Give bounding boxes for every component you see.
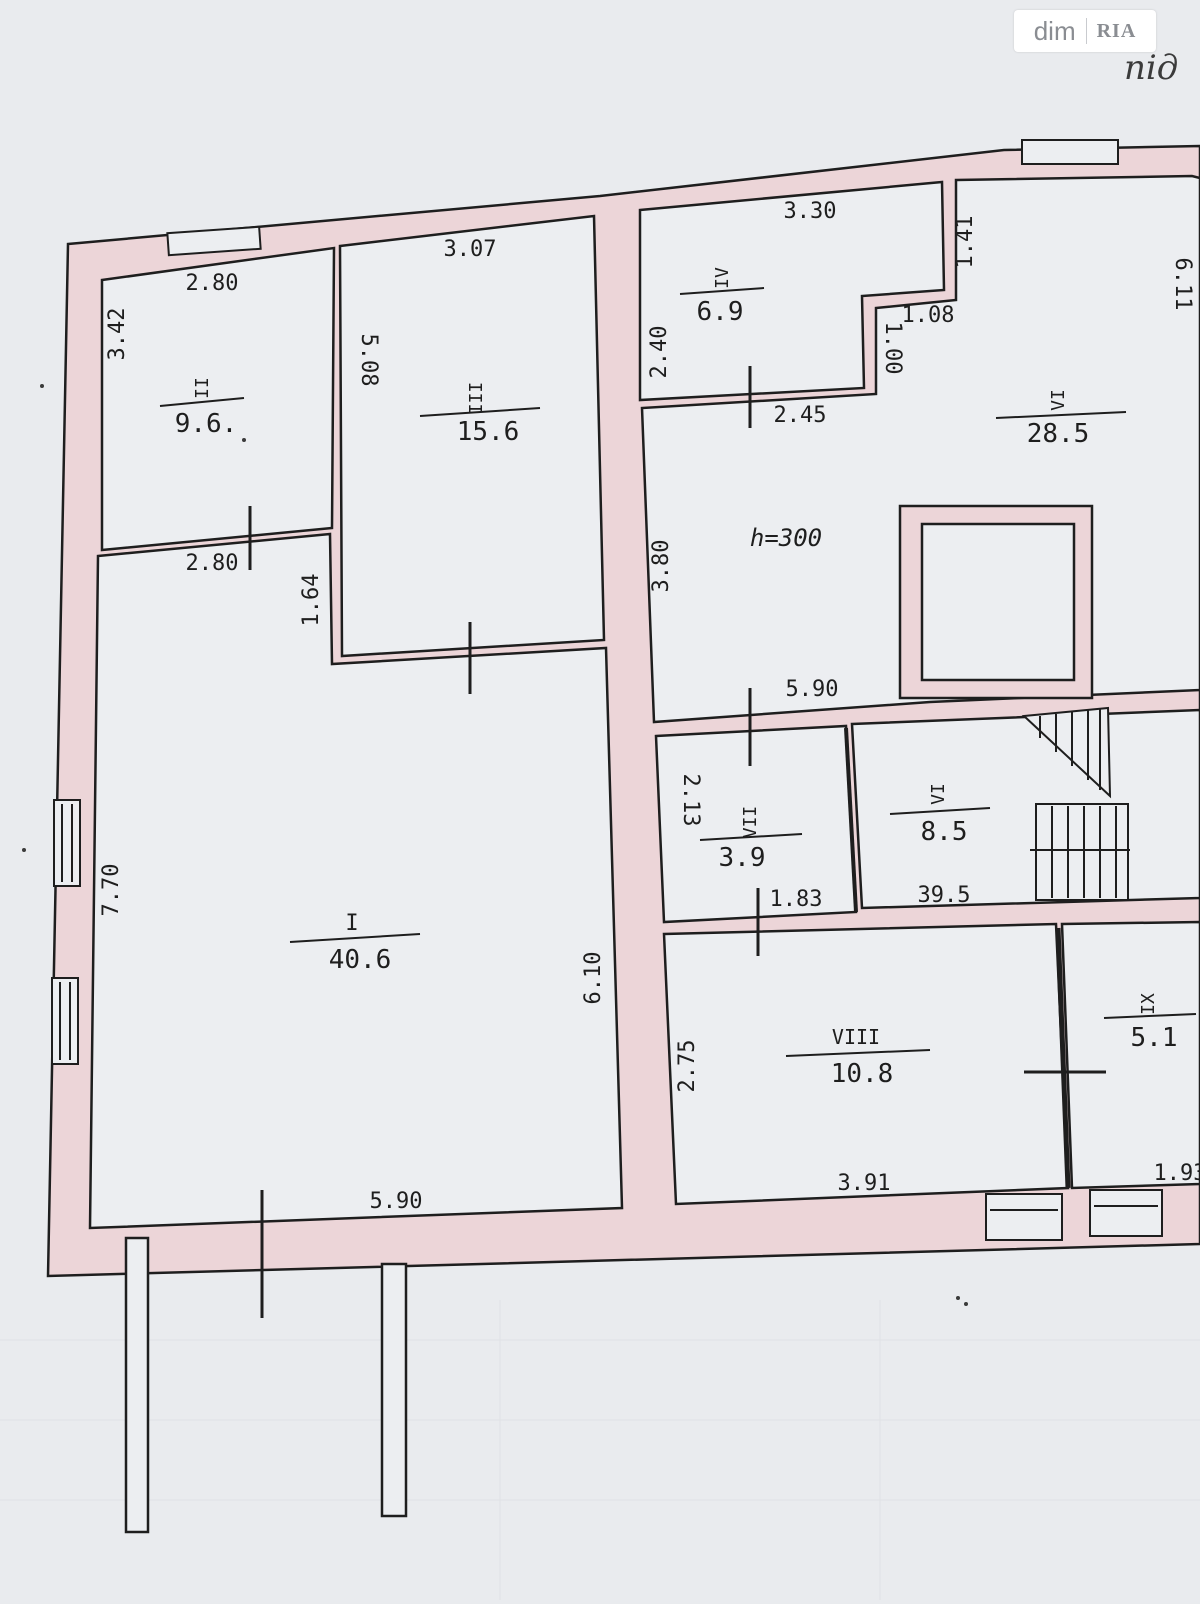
room-shapes [88, 174, 1200, 1230]
porch-posts [124, 1236, 408, 1534]
dim-label: 6.11 [1170, 258, 1195, 311]
room-vii-area: 3.9 [719, 843, 766, 873]
watermark-divider [1085, 18, 1087, 44]
dim-label: 2.13 [678, 774, 703, 827]
room-iv-shape [638, 180, 946, 402]
room-vi-large-area: 28.5 [1027, 419, 1090, 449]
dim-label: 1.64 [299, 574, 324, 627]
dim-label: 3.91 [838, 1171, 891, 1196]
dim-label: 3.30 [784, 199, 837, 224]
dim-label: 2.45 [774, 403, 827, 428]
shaft-block [898, 504, 1094, 700]
window-top-left [166, 225, 262, 257]
room-iv-numeral: IV [712, 267, 733, 289]
dim-label: 5.08 [356, 334, 381, 387]
paper-specks [22, 384, 968, 1306]
room-vi-small-shape [850, 708, 1200, 910]
dim-label: 2.80 [186, 551, 239, 576]
room-i-numeral: I [345, 911, 358, 936]
room-ix-area: 5.1 [1131, 1023, 1178, 1053]
room-iii-shape [338, 214, 606, 658]
room-ii-shape [100, 246, 336, 552]
room-labels: I 40.6 II 9.6. III 15.6 IV 6.9 VI 28.5 V… [175, 267, 1178, 1089]
ceiling-height-note: h=300 [750, 524, 822, 552]
window-left-2 [51, 977, 79, 1065]
room-vi-large-numeral: VI [1048, 389, 1069, 411]
window-left-1 [53, 799, 81, 887]
dim-label: 1.41 [953, 216, 978, 269]
dim-label: 1.83 [770, 887, 823, 912]
room-vii-numeral: VII [740, 806, 761, 839]
room-vi-small-numeral: VI [928, 783, 949, 805]
room-viii-numeral: VIII [832, 1025, 880, 1049]
window-bottom-1 [985, 1193, 1063, 1241]
window-top-right [1021, 139, 1119, 165]
dim-label: 3.42 [105, 308, 130, 361]
room-iv-area: 6.9 [697, 297, 744, 327]
dim-label: 7.70 [99, 864, 124, 917]
dimension-labels: 2.80 3.07 3.42 5.08 2.80 1.64 7.70 5.90 … [99, 199, 1200, 1214]
corner-handwritten-text: під [1124, 48, 1179, 88]
dim-label: 39.5 [918, 883, 971, 908]
room-vi-small-area: 8.5 [921, 817, 968, 847]
room-iii-numeral: III [466, 382, 487, 415]
dim-label: 1.08 [902, 303, 955, 328]
room-ix-shape [1060, 920, 1200, 1190]
paper-grid [0, 1300, 1200, 1600]
room-ii-area: 9.6. [175, 409, 238, 439]
watermark-dim-text: dim [1033, 15, 1076, 46]
dim-label: 5.90 [370, 1189, 423, 1214]
dim-ria-watermark: dim RIA [1014, 10, 1156, 52]
room-iii-area: 15.6 [457, 417, 520, 447]
label-underlines [159, 287, 1197, 1057]
room-ii-numeral: II [192, 377, 213, 399]
room-viii-area: 10.8 [831, 1059, 894, 1089]
dim-label: 2.80 [186, 271, 239, 296]
dim-label: 1.93 [1154, 1161, 1200, 1186]
room-i-shape [88, 532, 624, 1230]
room-ix-numeral: IX [1138, 993, 1159, 1015]
dim-label: 1.00 [880, 322, 905, 375]
dim-label: 3.80 [649, 540, 674, 593]
door-marks [248, 366, 1106, 1318]
dim-label: 5.90 [786, 677, 839, 702]
windows [51, 139, 1163, 1241]
window-bottom-2 [1089, 1189, 1163, 1237]
dim-label: 2.75 [675, 1040, 700, 1093]
stairs [1021, 706, 1130, 901]
dim-label: 2.40 [647, 326, 672, 379]
dim-label: 3.07 [444, 237, 497, 262]
dim-label: 6.10 [581, 952, 606, 1005]
room-i-area: 40.6 [329, 945, 392, 975]
watermark-ria-logo: RIA [1096, 19, 1137, 42]
